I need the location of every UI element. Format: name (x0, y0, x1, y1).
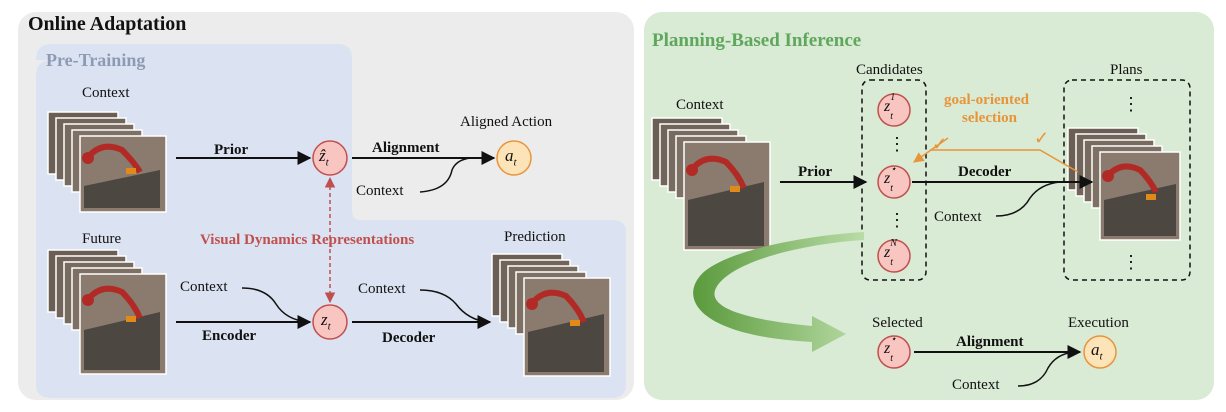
candidates-ellipsis-top: ⋮ (888, 134, 906, 154)
zstar-symbol: z⋆t (884, 164, 897, 195)
z-hat-symbol: ẑt (319, 146, 329, 169)
goal-selection-label-1: goal-oriented (944, 92, 1029, 108)
right-context-frames-stack (651, 117, 771, 251)
future-frames-stack (47, 249, 167, 375)
execution-label: Execution (1068, 315, 1129, 331)
left-panel-title: Online Adaptation (28, 13, 187, 35)
context-input-label: Context (356, 183, 404, 199)
right-context-curve-2 (1017, 351, 1075, 387)
a-symbol: at (505, 146, 517, 169)
aligned-action-label: Aligned Action (460, 114, 553, 130)
decoder-label: Decoder (382, 330, 436, 346)
encoder-context-label: Context (180, 279, 228, 295)
right-decoder-context-label: Context (934, 209, 982, 225)
plans-label: Plans (1110, 62, 1143, 78)
alignment-label: Alignment (372, 140, 440, 156)
check-icon-right: ✓ (1034, 128, 1050, 148)
goal-selection-label-2: selection (962, 110, 1017, 126)
right-alignment-context-label: Context (952, 377, 1000, 393)
visual-dynamics-label: Visual Dynamics Representations (200, 232, 415, 248)
decoder-context-label: Context (358, 281, 406, 297)
context-frames-stack (47, 111, 167, 213)
right-panel-bg (644, 12, 1214, 400)
check-icon-left: ✓ (932, 134, 948, 154)
green-curved-arrow (693, 232, 864, 352)
plans-frames-stack (1067, 127, 1181, 241)
context-to-alignment-curve (419, 157, 471, 193)
selected-label: Selected (872, 315, 923, 331)
z1-node (877, 93, 911, 127)
prior-label: Prior (214, 142, 249, 158)
right-context-curve (995, 181, 1061, 217)
goal-selection-line (930, 149, 1079, 173)
future-label: Future (82, 231, 122, 247)
zstar-node (877, 165, 911, 199)
z-symbol: zt (321, 310, 331, 333)
right-alignment-label: Alignment (956, 334, 1024, 350)
prediction-label: Prediction (504, 229, 566, 245)
execution-a-symbol: at (1091, 340, 1103, 363)
plans-ellipsis-top: ⋮ (1122, 94, 1140, 114)
right-decoder-label: Decoder (958, 164, 1012, 180)
plans-box (1063, 79, 1191, 281)
right-panel-title: Planning-Based Inference (652, 30, 862, 51)
plans-ellipsis-bottom: ⋮ (1122, 252, 1140, 272)
selected-zstar-symbol: z⋆t (884, 334, 897, 365)
candidates-ellipsis-bottom: ⋮ (888, 210, 906, 230)
selected-zstar-node (877, 335, 911, 369)
goal-selection-arrow (913, 137, 949, 163)
right-context-label: Context (676, 97, 724, 113)
encoder-label: Encoder (202, 328, 257, 344)
context-to-decoder-curve (419, 289, 489, 323)
z-node (312, 304, 348, 340)
pretraining-title: Pre-Training (46, 50, 146, 70)
a-node (496, 140, 532, 176)
zN-node (877, 239, 911, 273)
execution-a-node (1083, 335, 1117, 369)
z-hat-node (312, 140, 348, 176)
prediction-frames-stack (491, 253, 611, 377)
right-prior-label: Prior (798, 164, 833, 180)
candidates-label: Candidates (856, 62, 923, 78)
context-label: Context (82, 85, 130, 101)
context-to-encoder-curve (241, 287, 309, 323)
